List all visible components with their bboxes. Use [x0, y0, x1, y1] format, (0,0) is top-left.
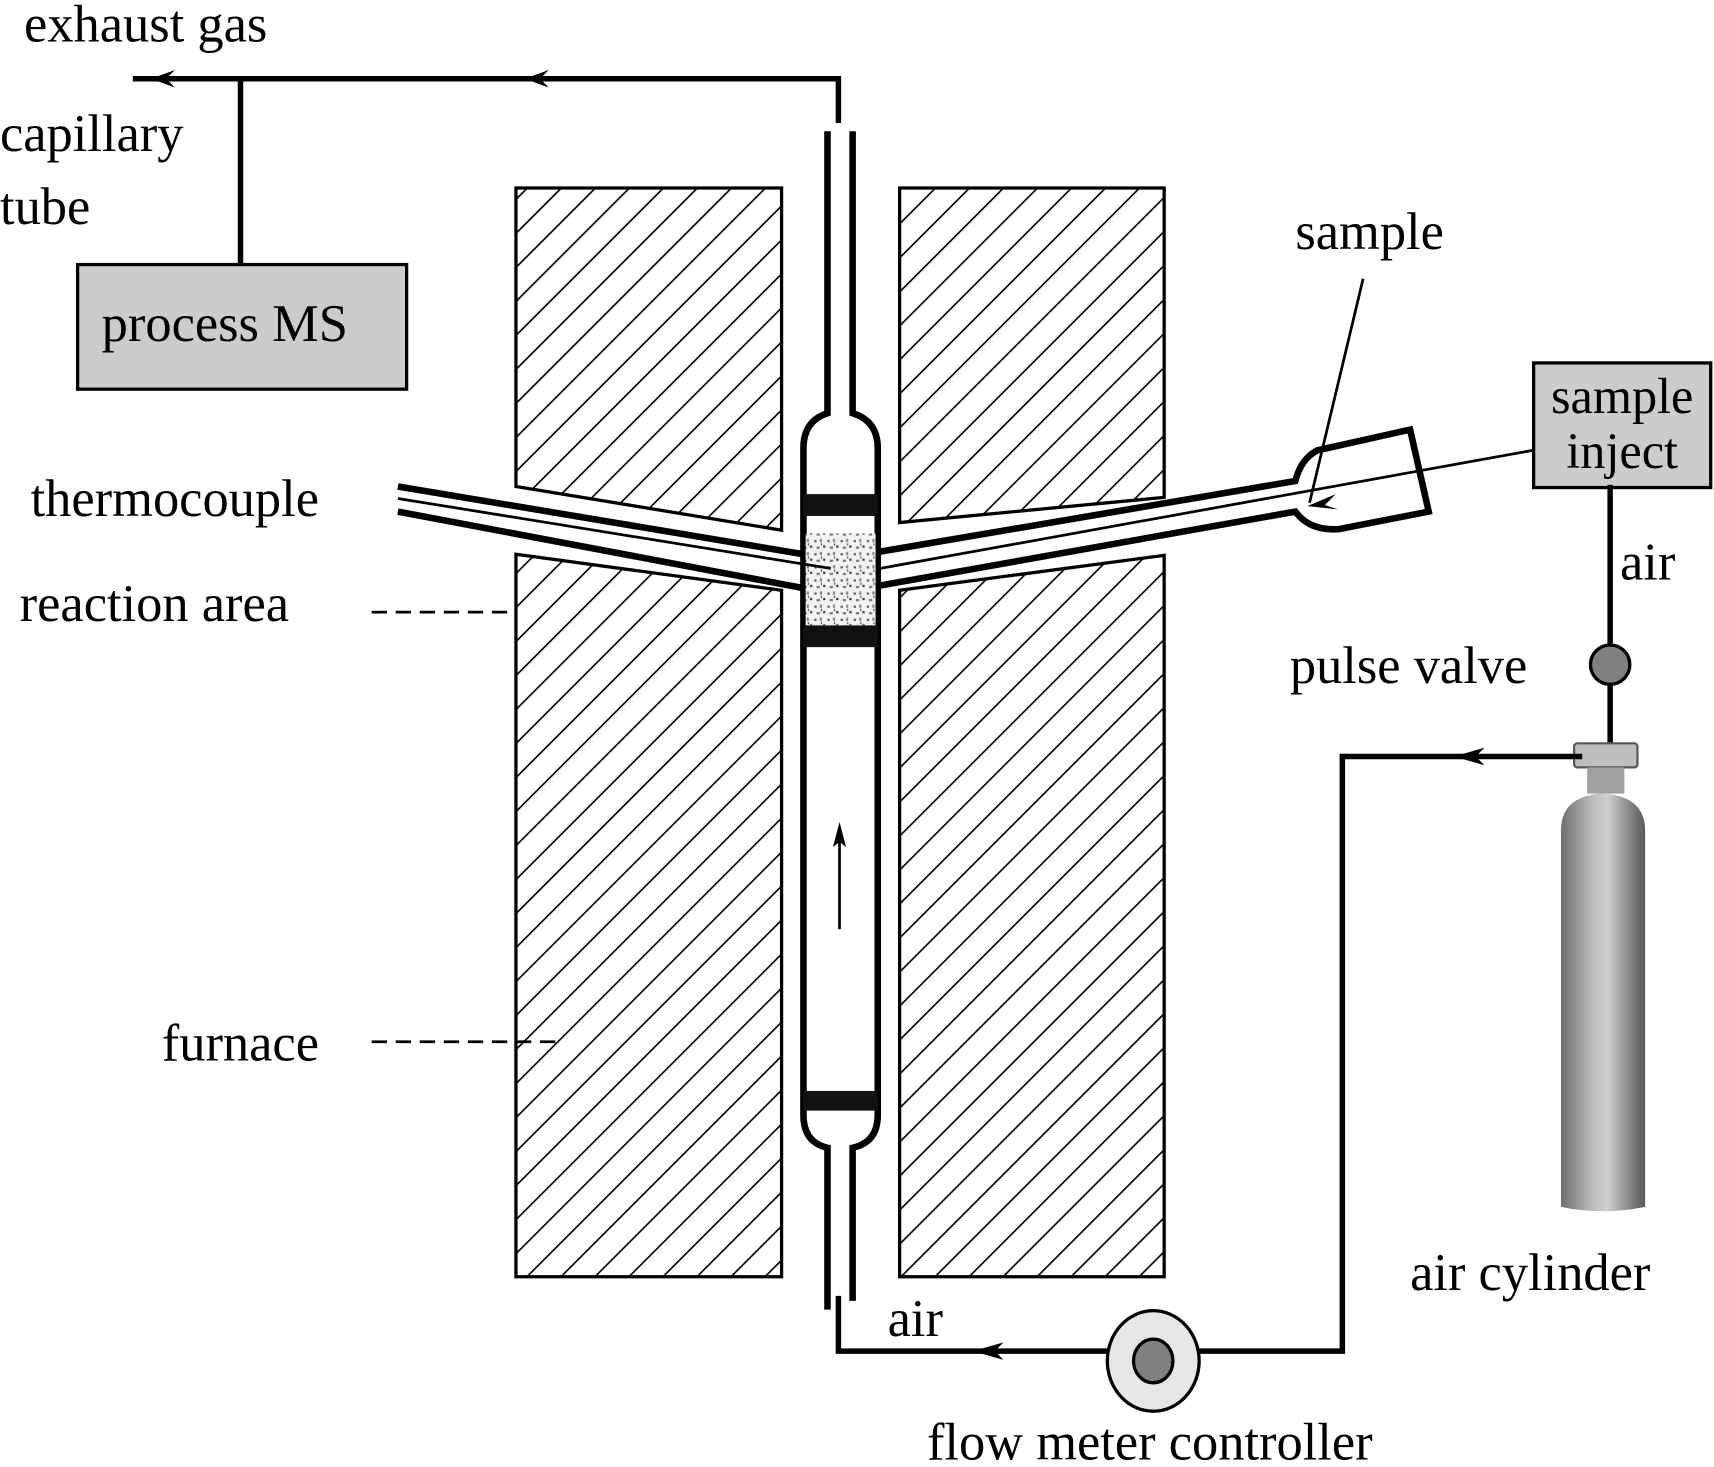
furnace-label: furnace — [162, 1014, 319, 1072]
process-ms-label: process MS — [102, 295, 348, 353]
air-cylinder-icon — [1560, 742, 1646, 1212]
reaction-area-label: reaction area — [20, 575, 289, 633]
arrow-icon — [1453, 747, 1485, 766]
sample-inject-label-2: inject — [1566, 423, 1678, 479]
furnace-block-lower-right — [897, 553, 1166, 1279]
catalyst-bed — [805, 533, 876, 626]
furnace-block-upper-left — [514, 186, 784, 533]
quartz-wool-plug — [803, 625, 878, 648]
air-cylinder-label: air cylinder — [1410, 1244, 1650, 1302]
sample-inject-box: sample inject — [1531, 361, 1713, 490]
arrow-icon — [972, 1342, 1004, 1360]
arrow-icon — [524, 69, 549, 88]
thermocouple-label: thermocouple — [31, 470, 319, 528]
up-arrow-icon — [832, 822, 847, 848]
quartz-wool-plug — [803, 494, 878, 516]
air-label-bottom: air — [888, 1290, 943, 1348]
air-label-top: air — [1620, 533, 1675, 591]
flow-meter-controller-label: flow meter controller — [927, 1413, 1373, 1467]
process-ms-box: process MS — [75, 262, 409, 391]
sample-injection-arm — [877, 278, 1533, 590]
furnace — [514, 186, 1166, 1279]
exhaust-gas-label: exhaust gas — [24, 0, 267, 54]
sample-inject-label-1: sample — [1551, 368, 1693, 424]
arrow-icon — [1307, 494, 1338, 510]
pulse-valve-icon — [1588, 643, 1632, 686]
exhaust-line — [132, 69, 842, 123]
reactor-tube — [800, 131, 882, 1310]
capillary-label-2: tube — [0, 178, 90, 236]
sample-label: sample — [1295, 203, 1444, 261]
capillary-label-1: capillary — [0, 105, 184, 163]
main-air-line — [835, 747, 1583, 1360]
thermocouple — [397, 483, 831, 592]
quartz-wool-plug — [803, 1090, 878, 1111]
furnace-block-upper-right — [897, 186, 1166, 525]
arrow-icon — [150, 69, 175, 88]
sample-leader-line — [1308, 278, 1365, 504]
furnace-block-lower-left — [514, 552, 784, 1279]
pulse-valve-label: pulse valve — [1290, 637, 1527, 695]
flow-meter-controller-icon — [1105, 1309, 1201, 1413]
